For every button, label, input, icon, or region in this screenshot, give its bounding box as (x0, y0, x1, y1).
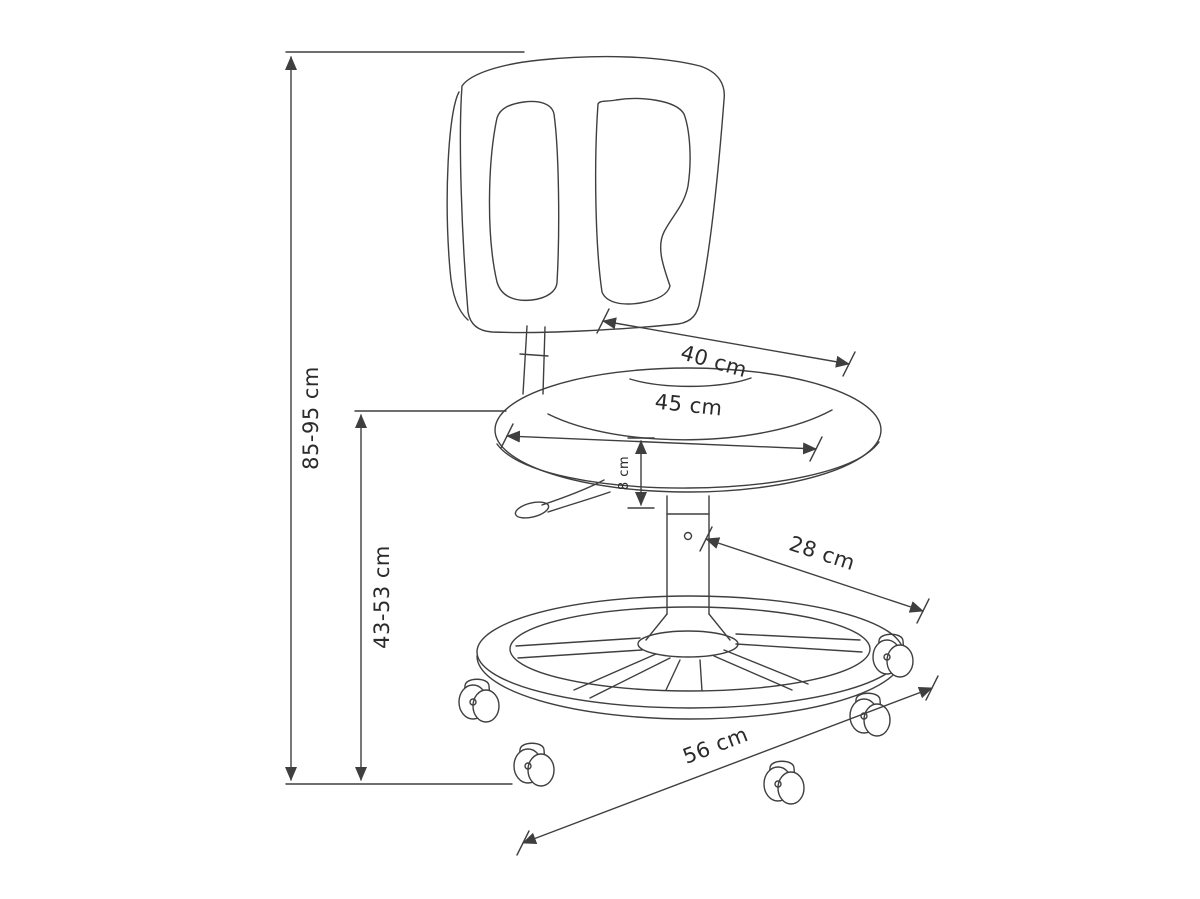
dimension-base-width: 56 cm (516, 675, 939, 856)
seat-front-contour (629, 377, 752, 388)
lever-handle (514, 501, 550, 519)
cylinder-pin-hole (683, 531, 693, 541)
tick-mark (516, 830, 530, 856)
caster-front (763, 760, 805, 805)
backrest-cutout-right (594, 97, 691, 305)
base-spoke-lower-left (573, 653, 671, 699)
dimension-seat-width: 45 cm (500, 390, 823, 462)
dimension-line-seat-width (506, 430, 817, 455)
chair-drawing (446, 55, 914, 805)
caster-lower-right (849, 692, 891, 737)
tick-mark (699, 526, 713, 552)
dimension-total-height: 85-95 cm (285, 51, 525, 785)
base-hub (637, 630, 739, 658)
backrest-stem-left (522, 325, 528, 395)
seat-bottom-edge (496, 441, 880, 489)
tick-mark (809, 436, 823, 462)
dimension-line-base-width (522, 686, 933, 845)
base-spoke-right (735, 633, 863, 653)
tick-mark (596, 308, 610, 334)
tick-mark (500, 423, 514, 449)
backrest-side-edge (446, 91, 469, 321)
dimension-seat-height: 43-53 cm (354, 410, 507, 781)
label-total-height: 85-95 cm (299, 366, 323, 470)
dimension-line-seat-depth (602, 317, 850, 368)
base-spoke-left (515, 637, 643, 659)
label-seat-height: 43-53 cm (370, 545, 394, 649)
caster-left (458, 678, 500, 723)
lever-arm-bottom (547, 491, 611, 513)
label-seat-depth: 40 cm (678, 340, 750, 382)
seat-top-edge (494, 367, 882, 493)
dimension-line-footring-offset (705, 537, 924, 613)
backrest-cutout-left (488, 100, 560, 302)
backrest-stem-right (542, 326, 546, 395)
tick-mark (916, 598, 930, 624)
base-spoke-lower-right (713, 649, 809, 691)
dimension-cushion-height: 8 cm (617, 437, 655, 509)
backrest-stem-bracket (519, 353, 549, 357)
caster-lower-left (513, 742, 555, 787)
caster-right (872, 633, 914, 678)
tick-mark (842, 351, 856, 377)
base-spoke-front (665, 659, 703, 692)
backrest-outline (459, 55, 725, 334)
footring-outer-rim (476, 655, 904, 720)
label-cushion-height: 8 cm (617, 456, 632, 490)
label-seat-width: 45 cm (654, 390, 724, 421)
tick-mark (925, 675, 939, 701)
label-base-width: 56 cm (679, 722, 751, 769)
dimension-seat-depth: 40 cm (596, 308, 856, 382)
